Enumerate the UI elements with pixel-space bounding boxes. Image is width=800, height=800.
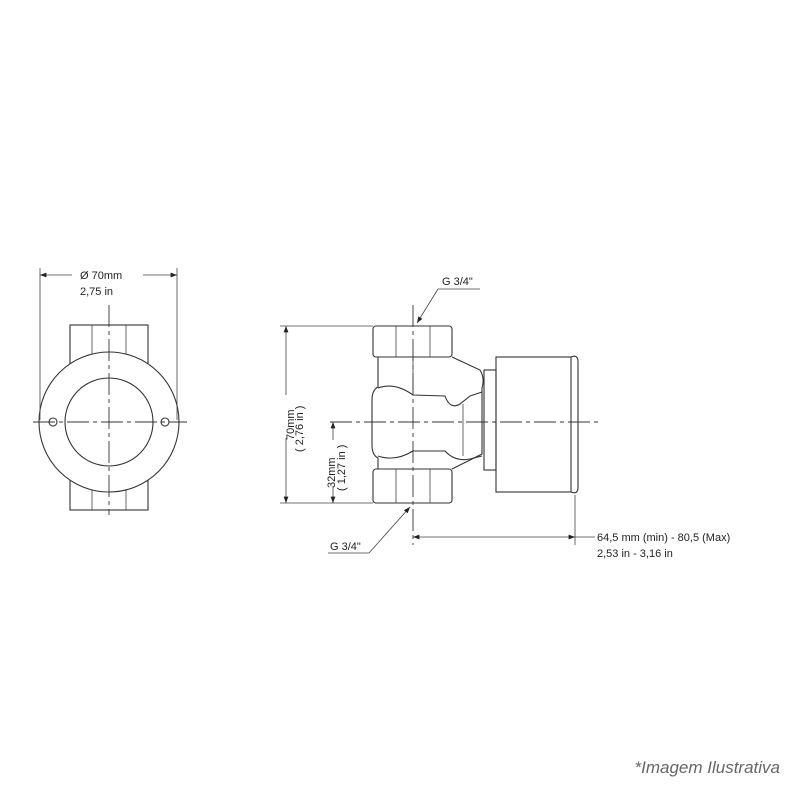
height-in-label: ( 2,76 in ): [294, 406, 306, 452]
offset-in-label: ( 1,27 in ): [336, 445, 348, 491]
valve-body: [371, 356, 484, 470]
bottom-nut: [372, 468, 453, 504]
front-view: Ø 70mm 2,75 in: [33, 268, 187, 515]
collar: [483, 369, 497, 471]
cap-rim: [570, 355, 579, 494]
height-mm-label: 70mm: [285, 409, 297, 440]
thread-top-label: G 3/4": [442, 276, 473, 288]
cap-body: [495, 356, 572, 493]
offset-mm-label: 32mm: [326, 457, 338, 488]
top-nut: [372, 325, 453, 358]
depth-mm-label: 64,5 mm (min) - 80,5 (Max): [597, 532, 730, 544]
diameter-mm-label: Ø 70mm: [80, 270, 122, 282]
thread-bottom-label: G 3/4": [330, 541, 361, 553]
side-view: 70mm ( 2,76 in ) 32mm ( 1,27 in ) 64,5 m…: [280, 276, 730, 560]
depth-in-label: 2,53 in - 3,16 in: [597, 548, 673, 560]
diameter-in-label: 2,75 in: [80, 286, 113, 298]
illustrative-note: *Imagem Ilustrativa: [634, 758, 781, 777]
